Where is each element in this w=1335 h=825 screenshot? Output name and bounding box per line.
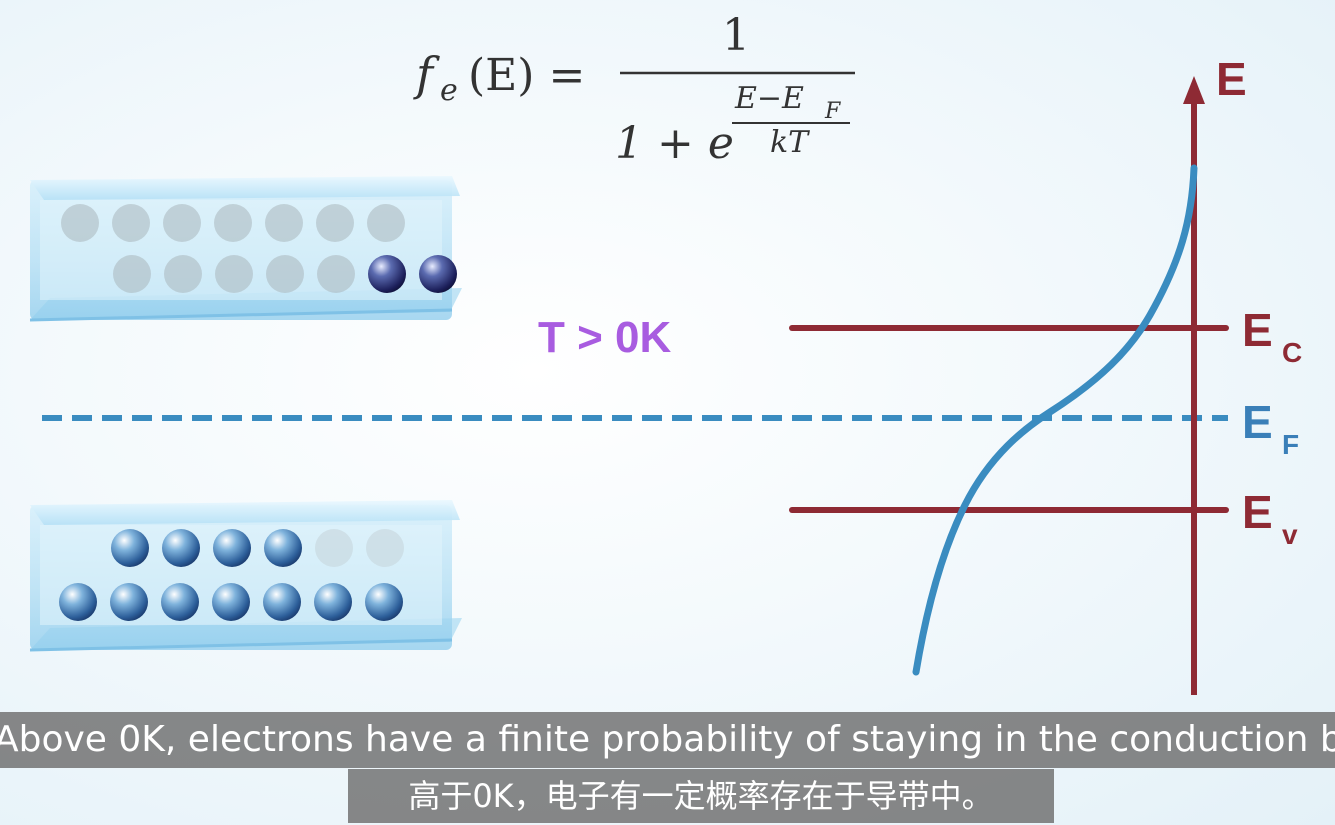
subtitle-english: Above 0K, electrons have a finite probab… xyxy=(0,712,1335,768)
empty-slot xyxy=(113,255,151,293)
empty-slot xyxy=(61,204,99,242)
ef-label: E F xyxy=(1242,396,1299,460)
electron xyxy=(314,583,352,621)
empty-slot xyxy=(367,204,405,242)
formula-exponent-denominator: kT xyxy=(770,125,810,160)
ec-label-main: E xyxy=(1242,304,1273,356)
formula-denominator: 1 + e xyxy=(615,118,734,169)
fermi-dirac-curve xyxy=(912,164,1198,676)
electron xyxy=(368,255,406,293)
formula-numerator: 1 xyxy=(722,10,750,61)
conduction-band-electrons xyxy=(61,204,457,293)
electron xyxy=(264,529,302,567)
valence-band-electrons xyxy=(59,529,404,621)
ev-label-main: E xyxy=(1242,486,1273,538)
ef-label-main: E xyxy=(1242,396,1273,448)
empty-slot xyxy=(316,204,354,242)
empty-slot xyxy=(366,529,404,567)
empty-slot xyxy=(315,529,353,567)
electron xyxy=(212,583,250,621)
formula-lhs-argument: (E) = xyxy=(468,50,585,101)
ef-label-subscript: F xyxy=(1282,429,1299,460)
empty-slot xyxy=(214,204,252,242)
formula-exponent-numerator: E−E xyxy=(734,81,804,116)
electron xyxy=(161,583,199,621)
empty-slot xyxy=(265,204,303,242)
electron xyxy=(162,529,200,567)
empty-slot xyxy=(317,255,355,293)
electron xyxy=(110,583,148,621)
empty-slot xyxy=(215,255,253,293)
formula-lhs-f: f xyxy=(413,47,440,101)
electron xyxy=(263,583,301,621)
empty-slot xyxy=(112,204,150,242)
ec-label-subscript: C xyxy=(1282,337,1302,368)
electron xyxy=(365,583,403,621)
temperature-label: T > 0K xyxy=(538,313,671,362)
ec-label: E C xyxy=(1242,304,1302,368)
electron xyxy=(111,529,149,567)
fermi-dirac-formula: f e (E) = 1 1 + e E−E F kT xyxy=(413,10,855,169)
valence-band-box xyxy=(29,500,462,652)
ev-label: E v xyxy=(1242,486,1298,550)
energy-axis-label: E xyxy=(1216,53,1247,105)
electron xyxy=(213,529,251,567)
electron xyxy=(59,583,97,621)
empty-slot xyxy=(164,255,202,293)
formula-exponent-subscript: F xyxy=(824,99,841,124)
empty-slot xyxy=(163,204,201,242)
empty-slot xyxy=(266,255,304,293)
electron xyxy=(419,255,457,293)
energy-axis-arrow-icon xyxy=(1183,76,1205,104)
formula-lhs-subscript: e xyxy=(440,73,458,108)
subtitle-chinese: 高于0K，电子有一定概率存在于导带中。 xyxy=(348,769,1054,823)
ev-label-subscript: v xyxy=(1282,519,1298,550)
conduction-band-box xyxy=(29,176,462,322)
